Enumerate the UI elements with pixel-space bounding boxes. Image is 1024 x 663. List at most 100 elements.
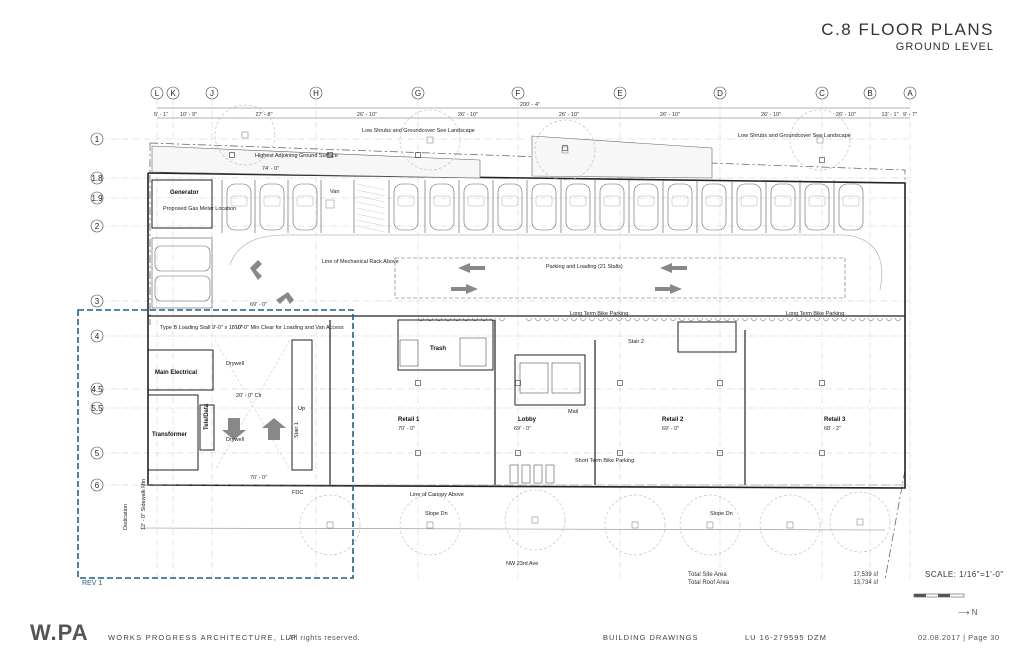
bike-rack xyxy=(867,317,875,322)
footer: W.PA WORKS PROGRESS ARCHITECTURE, LLP Al… xyxy=(0,618,1024,658)
column xyxy=(819,380,825,386)
elev-retail1: 70' - 0" xyxy=(398,426,415,432)
dim-segment: 26' - 10" xyxy=(559,112,579,118)
tree-canopy xyxy=(214,104,276,166)
stair-1 xyxy=(291,339,313,471)
grid-lines xyxy=(100,100,911,580)
trash-label: Trash xyxy=(430,346,446,352)
bike-rack xyxy=(885,317,893,322)
gas-meter-label: Proposed Gas Meter Location xyxy=(163,206,236,212)
sidewalk-dim: 12' - 0" Sidewalk Min xyxy=(141,479,147,530)
bike-rack xyxy=(561,317,569,322)
loading-area xyxy=(151,237,213,309)
clear-note: 10'-0" Min Clear for Loading and Van Acc… xyxy=(235,325,344,331)
column xyxy=(617,450,623,456)
grid-label-row: 5 xyxy=(95,449,100,458)
accessible-icon xyxy=(325,199,335,209)
dim-segment: 27' - 8" xyxy=(255,112,272,118)
bike-rack xyxy=(813,317,821,322)
highest-ground-note: Highest Adjoining Ground Surface xyxy=(255,153,338,159)
grid-label-row: 6 xyxy=(95,481,100,490)
bike-rack xyxy=(435,317,443,322)
retail3-label: Retail 3 xyxy=(824,417,846,423)
mail-label: Mail xyxy=(568,409,578,415)
slope-note-1: Slope Dn xyxy=(425,511,448,517)
generator-label: Generator xyxy=(170,190,199,196)
bike-rack xyxy=(840,317,848,322)
bike-rack xyxy=(678,317,686,322)
grid-label-row: 1 xyxy=(95,135,100,144)
dedication-label: Dedication xyxy=(123,504,129,530)
elevator-1 xyxy=(519,362,549,394)
column xyxy=(717,450,723,456)
bike-rack xyxy=(804,317,812,322)
parked-car xyxy=(701,183,727,231)
bike-rack xyxy=(723,317,731,322)
car-windshield xyxy=(501,195,519,207)
elevator-2 xyxy=(551,362,581,394)
planter-right xyxy=(531,135,713,179)
car-windshield xyxy=(705,195,723,207)
parked-car xyxy=(838,183,864,231)
shrubs-left-note: Low Shrubs and Groundcover See Landscape xyxy=(362,128,475,134)
bike-rack xyxy=(759,317,767,322)
grid-bubble-col xyxy=(713,86,727,100)
grid-label-row: 2 xyxy=(95,222,100,231)
grid-bubble-row xyxy=(90,329,104,343)
grid-bubble-row xyxy=(90,446,104,460)
parked-car xyxy=(667,183,693,231)
hatch-line xyxy=(356,219,386,227)
hatch-line xyxy=(356,225,386,233)
stair1-label: Stair 1 xyxy=(294,422,300,438)
tree-trunk xyxy=(531,516,539,524)
tree-trunk xyxy=(561,146,569,154)
tree-trunk xyxy=(426,521,434,529)
grid-bubble-row xyxy=(90,401,104,415)
parked-car xyxy=(599,183,625,231)
tree-trunk xyxy=(426,136,434,144)
trash-room xyxy=(397,319,494,371)
street-trees xyxy=(214,104,891,556)
column xyxy=(819,157,825,163)
column xyxy=(819,450,825,456)
hatch-line xyxy=(356,189,386,197)
tree-canopy xyxy=(759,494,821,556)
area-row-site: Total Site Area 17,539 sf xyxy=(688,572,878,580)
parked-car xyxy=(804,183,830,231)
bike-rack xyxy=(732,317,740,322)
column xyxy=(617,380,623,386)
bike-rack xyxy=(768,317,776,322)
elev-lobby: 69' - 0" xyxy=(514,426,531,432)
car-windshield xyxy=(842,195,860,207)
bike-rack xyxy=(642,317,650,322)
sheet-title: C.8 FLOOR PLANS xyxy=(821,20,994,39)
north-arrow-icon: ⟶ xyxy=(958,608,972,617)
dim-segment: 26' - 10" xyxy=(357,112,377,118)
bike-rack xyxy=(669,317,677,322)
trash-bin-2 xyxy=(459,337,487,367)
bike-rack xyxy=(705,317,713,322)
mechanical-rack-outline xyxy=(394,257,846,299)
date-page: 02.08.2017 | Page 30 xyxy=(918,633,1000,642)
car-windshield xyxy=(808,195,826,207)
column xyxy=(229,152,235,158)
parked-car xyxy=(429,183,455,231)
car-windshield xyxy=(774,195,792,207)
parked-car xyxy=(292,183,318,231)
grid-label-col: H xyxy=(313,89,319,98)
grid-bubble-row xyxy=(90,171,104,185)
grid-label-col: C xyxy=(819,89,825,98)
grid-bubble-col xyxy=(166,86,180,100)
rights-text: All rights reserved. xyxy=(288,633,361,642)
dim-segment: 9' - 7" xyxy=(903,112,917,118)
car-windshield xyxy=(671,195,689,207)
bike-rack xyxy=(894,317,902,322)
bike-right-note: Long Term Bike Parking xyxy=(786,311,844,317)
area-label: Total Site Area xyxy=(688,572,727,578)
planter-left xyxy=(151,145,481,179)
hatch-line xyxy=(356,207,386,215)
grid-label-col: K xyxy=(170,89,176,98)
column xyxy=(415,450,421,456)
bike-rack xyxy=(696,317,704,322)
